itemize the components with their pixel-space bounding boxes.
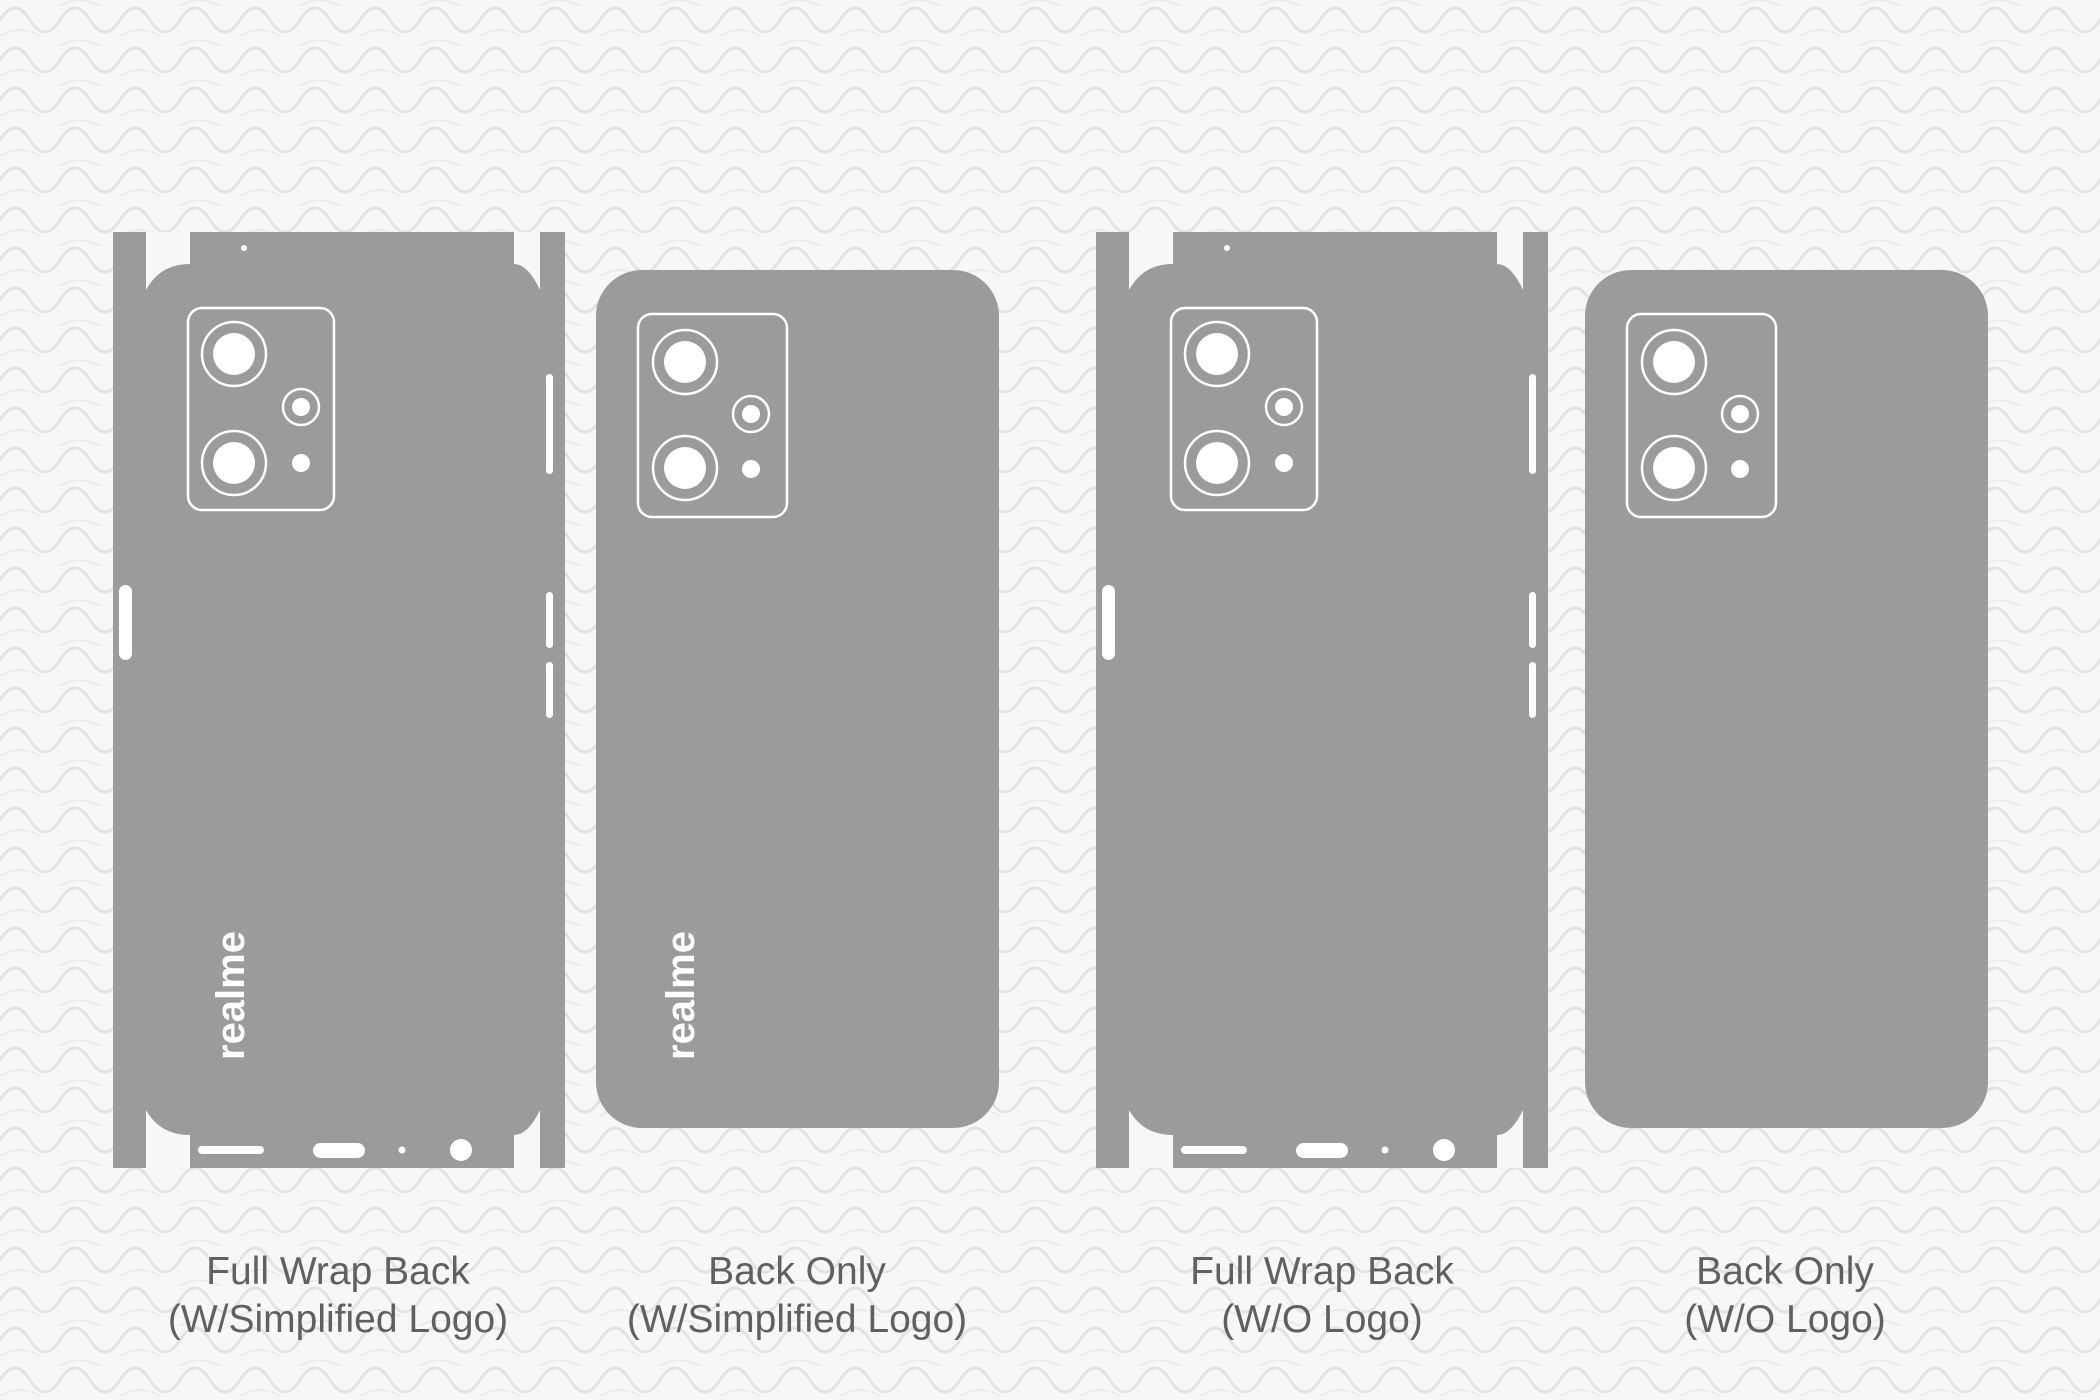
camera-module-cutout-icon (1625, 312, 1778, 519)
full-wrap-skin-body (1096, 232, 1548, 1168)
mic-hole-icon (1224, 245, 1230, 251)
caption-subtitle: (W/O Logo) (1684, 1298, 1886, 1341)
mic-hole-icon (241, 245, 247, 251)
back-only-skin-with-logo: realme (596, 270, 999, 1128)
full-wrap-corner-bottom-left (146, 1110, 190, 1168)
caption-full-wrap-without-logo: Full Wrap Back (W/O Logo) (1112, 1248, 1532, 1344)
side-button-slot-right (1529, 374, 1536, 474)
full-wrap-corner-bottom-right (514, 1110, 540, 1168)
full-wrap-corner-top-left (1129, 232, 1173, 290)
caption-subtitle: (W/Simplified Logo) (167, 1298, 509, 1341)
full-wrap-corner-bottom-left (1129, 1110, 1173, 1168)
caption-title: Back Only (1696, 1250, 1874, 1293)
side-button-slot-right (546, 374, 553, 474)
bottom-port-cutouts (1181, 1139, 1455, 1161)
side-button-slot-left (119, 585, 132, 660)
full-wrap-corner-top-left (146, 232, 190, 290)
full-wrap-skin-body (113, 232, 565, 1168)
caption-title: Full Wrap Back (1190, 1250, 1454, 1293)
side-button-slot-right-lower-2 (546, 662, 553, 718)
caption-back-only-without-logo: Back Only (W/O Logo) (1575, 1248, 1995, 1344)
full-wrap-corner-top-right (1497, 232, 1523, 290)
camera-module-cutout-icon (186, 306, 336, 512)
side-button-slot-right-lower-2 (1529, 662, 1536, 718)
caption-full-wrap-with-logo: Full Wrap Back (W/Simplified Logo) (128, 1248, 548, 1344)
caption-subtitle: (W/O Logo) (1221, 1298, 1423, 1341)
full-wrap-corner-bottom-right (1497, 1110, 1523, 1168)
full-wrap-back-skin-with-logo: realme (113, 232, 565, 1168)
realme-logo-cutout: realme (659, 931, 703, 1060)
camera-module-cutout-icon (1169, 306, 1319, 512)
back-only-skin-without-logo (1585, 270, 1988, 1128)
camera-module-cutout-icon (636, 312, 789, 519)
caption-title: Full Wrap Back (206, 1250, 470, 1293)
back-only-skin-body (1585, 270, 1988, 1128)
side-button-slot-left (1102, 585, 1115, 660)
full-wrap-back-skin-without-logo (1096, 232, 1548, 1168)
caption-title: Back Only (708, 1250, 886, 1293)
realme-logo-cutout: realme (209, 931, 253, 1060)
bottom-port-cutouts (198, 1139, 472, 1161)
caption-back-only-with-logo: Back Only (W/Simplified Logo) (587, 1248, 1007, 1344)
caption-subtitle: (W/Simplified Logo) (626, 1298, 968, 1341)
back-only-skin-body (596, 270, 999, 1128)
full-wrap-corner-top-right (514, 232, 540, 290)
side-button-slot-right-lower-1 (546, 592, 553, 648)
side-button-slot-right-lower-1 (1529, 592, 1536, 648)
